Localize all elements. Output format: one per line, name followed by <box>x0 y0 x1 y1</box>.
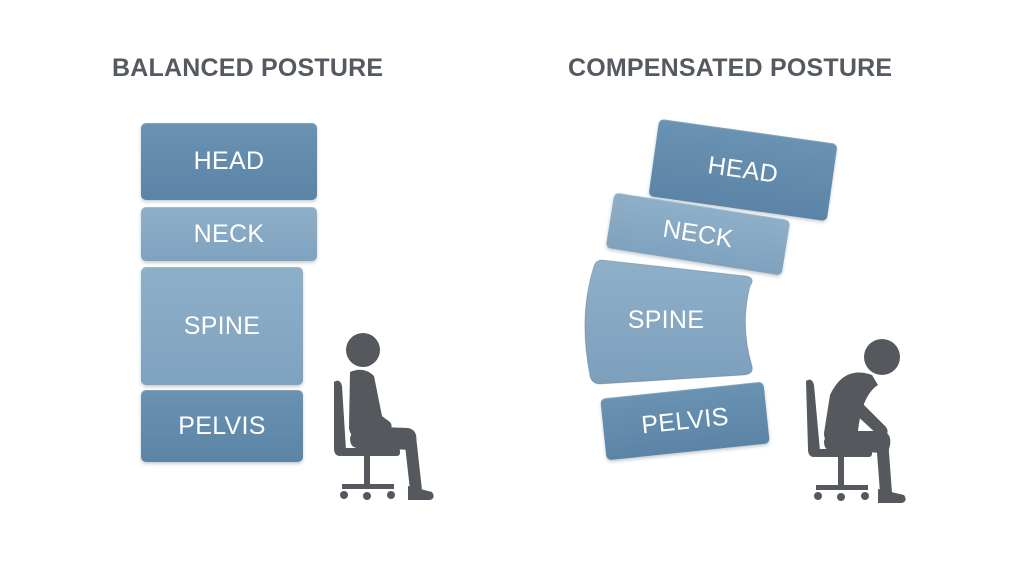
balanced-neck-block: NECK <box>141 207 317 261</box>
balanced-posture-title: BALANCED POSTURE <box>112 54 384 82</box>
balanced-pelvis-block: PELVIS <box>141 390 303 462</box>
balanced-head-block: HEAD <box>141 123 317 200</box>
seated-person-slouched-icon <box>806 339 906 503</box>
compensated-posture-title: COMPENSATED POSTURE <box>568 54 893 82</box>
compensated-spine-label: SPINE <box>627 306 705 334</box>
compensated-pelvis-block: PELVIS <box>600 381 770 461</box>
balanced-spine-block: SPINE <box>141 267 303 385</box>
compensated-spine-block <box>584 259 753 385</box>
seated-person-upright-icon <box>334 333 434 500</box>
